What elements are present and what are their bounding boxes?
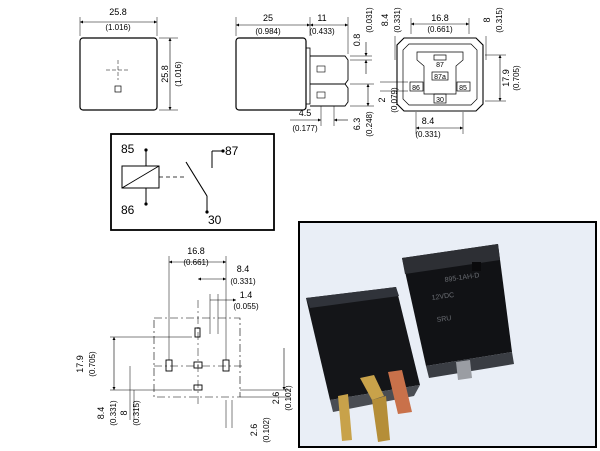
pin-30-label: 30 bbox=[436, 97, 444, 104]
schematic-frame bbox=[110, 133, 275, 231]
schematic-box: 85 86 87 30 bbox=[110, 133, 275, 231]
bottom-span-in: (0.661) bbox=[427, 25, 453, 34]
pin-86-label: 86 bbox=[412, 85, 420, 92]
bottom-height-in: (0.705) bbox=[512, 65, 521, 91]
common-label: 30 bbox=[208, 213, 222, 227]
footprint-left2-in: (0.315) bbox=[132, 400, 141, 426]
terminal-brass-1 bbox=[360, 375, 384, 400]
side-body bbox=[235, 37, 307, 111]
pin-30-pad bbox=[433, 93, 447, 104]
photo-label-1: 895-1AH-D bbox=[444, 272, 480, 284]
bottom-bottom-mm: 8.4 bbox=[422, 116, 435, 126]
back-relay-body bbox=[402, 244, 512, 366]
side-body-mm: 25 bbox=[263, 13, 273, 23]
bottom-left-mm: 8.4 bbox=[380, 14, 390, 27]
footprint-left2-mm: 8 bbox=[119, 410, 129, 415]
coil-plus-label: 85 bbox=[121, 142, 135, 156]
side-tab-thick-in: (0.031) bbox=[365, 7, 374, 33]
front-outline bbox=[79, 37, 158, 111]
side-tab-upper bbox=[310, 55, 349, 85]
footprint-pad-87a bbox=[193, 361, 203, 369]
front-width-mm: 25.8 bbox=[109, 7, 127, 17]
bottom-left-in: (0.331) bbox=[393, 7, 402, 33]
pin-87-pad bbox=[433, 54, 447, 61]
bottom-right-in: (0.315) bbox=[495, 7, 504, 33]
footprint-outline bbox=[153, 317, 241, 398]
front-width-in: (1.016) bbox=[105, 23, 131, 32]
side-view: 25 (0.984) 11 (0.433) 0.8 (0.031) 4.5 (0… bbox=[235, 7, 374, 137]
side-tab-lower bbox=[310, 83, 349, 107]
coil-minus-label: 86 bbox=[121, 203, 135, 217]
pin-86-pad bbox=[409, 81, 424, 92]
photo-label-3: SRU bbox=[436, 315, 452, 324]
footprint-left1-in: (0.331) bbox=[109, 400, 118, 426]
terminal-copper bbox=[388, 370, 412, 414]
side-tab-width-mm: 6.3 bbox=[352, 118, 362, 131]
footprint-span-in: (0.661) bbox=[183, 258, 209, 267]
contact-no-label: 87 bbox=[225, 144, 239, 158]
side-pitch-mm: 4.5 bbox=[299, 108, 312, 118]
bottom-low-in: (0.079) bbox=[390, 87, 399, 113]
footprint-pin-in: (0.055) bbox=[233, 302, 259, 311]
footprint-right-mm: 2.6 bbox=[271, 392, 281, 405]
footprint-height-mm: 17.9 bbox=[75, 355, 85, 373]
photo-label-2: 12VDC bbox=[431, 292, 454, 302]
footprint-pad-86 bbox=[165, 359, 173, 372]
footprint-height-in: (0.705) bbox=[88, 351, 97, 377]
side-body-in: (0.984) bbox=[255, 27, 281, 36]
side-terminal-in: (0.433) bbox=[309, 27, 335, 36]
front-height-mm: 25.8 bbox=[160, 65, 170, 83]
footprint-pin-mm: 1.4 bbox=[240, 290, 253, 300]
footprint-pad-85 bbox=[222, 359, 230, 372]
terminal-brass-3 bbox=[338, 394, 352, 441]
footprint-offset-in: (0.331) bbox=[230, 277, 256, 286]
bottom-low-mm: 2 bbox=[377, 97, 387, 102]
photo-marker bbox=[472, 262, 481, 271]
switch-contact bbox=[185, 161, 208, 197]
footprint-left1-mm: 8.4 bbox=[96, 407, 106, 420]
side-terminal-mm: 11 bbox=[317, 13, 326, 23]
bottom-right-mm: 8 bbox=[482, 17, 492, 22]
footprint-offset-mm: 8.4 bbox=[237, 264, 250, 274]
terminal-brass-2 bbox=[372, 396, 390, 442]
front-marker bbox=[114, 85, 122, 93]
side-tab-width-in: (0.248) bbox=[365, 111, 374, 137]
front-height-in: (1.016) bbox=[174, 61, 183, 87]
footprint-right-in: (0.102) bbox=[284, 385, 293, 411]
front-view: 25.8 (1.016) 25.8 (1.016) bbox=[79, 7, 183, 111]
bottom-height-mm: 17.9 bbox=[501, 69, 511, 87]
pin-87a-label: 87a bbox=[434, 74, 446, 81]
side-base bbox=[305, 47, 311, 105]
pin-87a-pad bbox=[431, 71, 449, 81]
bottom-bottom-in: (0.331) bbox=[415, 130, 441, 139]
footprint-bottom-mm: 2.6 bbox=[249, 424, 259, 437]
pin-85-label: 85 bbox=[459, 85, 467, 92]
footprint-span-mm: 16.8 bbox=[187, 246, 205, 256]
back-terminal bbox=[456, 360, 472, 380]
footprint-pad-30 bbox=[193, 384, 203, 391]
footprint-pad-87 bbox=[194, 327, 201, 338]
bottom-keying bbox=[416, 51, 464, 95]
relay-photo: 895-1AH-D 12VDC SRU bbox=[298, 221, 597, 448]
pin-85-pad bbox=[456, 81, 471, 92]
pin-87-label: 87 bbox=[436, 62, 444, 69]
bottom-outline bbox=[396, 37, 484, 112]
side-pitch-in: (0.177) bbox=[292, 124, 318, 133]
bottom-span-mm: 16.8 bbox=[431, 13, 449, 23]
footprint-view: 16.8 (0.661) 8.4 (0.331) 1.4 (0.055) 17.… bbox=[75, 246, 293, 443]
footprint-bottom-in: (0.102) bbox=[262, 417, 271, 443]
bottom-view: 87 87a 86 30 85 16.8 (0.661) 8.4 (0.331)… bbox=[377, 7, 521, 139]
side-tab-thick-mm: 0.8 bbox=[352, 34, 362, 47]
